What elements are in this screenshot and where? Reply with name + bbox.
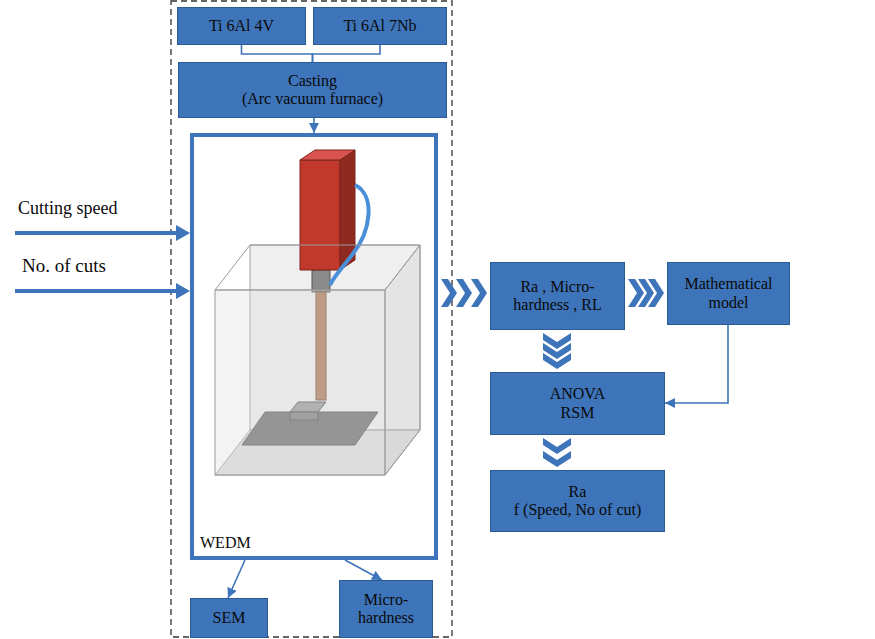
box-text: Ti 6Al 7Nb [343, 17, 416, 35]
process-box: Raf (Speed, No of cut) [490, 470, 665, 532]
chevron-arrow [543, 333, 571, 369]
connector [228, 560, 245, 598]
chevron-arrow [543, 438, 571, 467]
box-text: Ra , Micro-hardness , RL [508, 278, 608, 315]
input-label: Cutting speed [18, 198, 118, 219]
chevron-arrow [628, 279, 664, 307]
connector [313, 45, 381, 62]
frame-label: WEDM [200, 534, 251, 552]
box-text: Casting [288, 72, 337, 90]
dashed-region [171, 1, 452, 637]
box-text: Ra [569, 483, 587, 501]
input-label: No. of cuts [22, 255, 106, 277]
box-text: f (Speed, No of cut) [514, 501, 642, 519]
box-text: SEM [213, 609, 246, 627]
box-text: (Arc vacuum furnace) [242, 90, 383, 108]
chevron-arrow [441, 279, 487, 307]
process-box: Mathematical model [667, 262, 790, 325]
wedm-machine [215, 150, 420, 475]
process-box: Casting(Arc vacuum furnace) [178, 62, 447, 118]
machine-frame: WEDM [190, 133, 438, 560]
box-text: ANOVA [550, 385, 606, 403]
process-box: Ra , Micro-hardness , RL [490, 262, 625, 330]
process-box: Ti 6Al 4V [177, 7, 306, 45]
process-box: Ti 6Al 7Nb [313, 7, 447, 45]
box-text: Micro-hardness [344, 591, 428, 628]
connector [242, 45, 313, 62]
frame-ground [192, 135, 436, 558]
input-arrows [15, 225, 190, 299]
connector [313, 118, 315, 133]
process-box: ANOVARSM [490, 372, 665, 435]
box-text: RSM [561, 404, 595, 422]
box-text: Ti 6Al 4V [209, 17, 274, 35]
process-box: SEM [190, 598, 268, 638]
process-box: Micro-hardness [339, 580, 433, 638]
connector [665, 325, 728, 403]
box-text: Mathematical model [676, 275, 781, 312]
connector [345, 560, 382, 580]
